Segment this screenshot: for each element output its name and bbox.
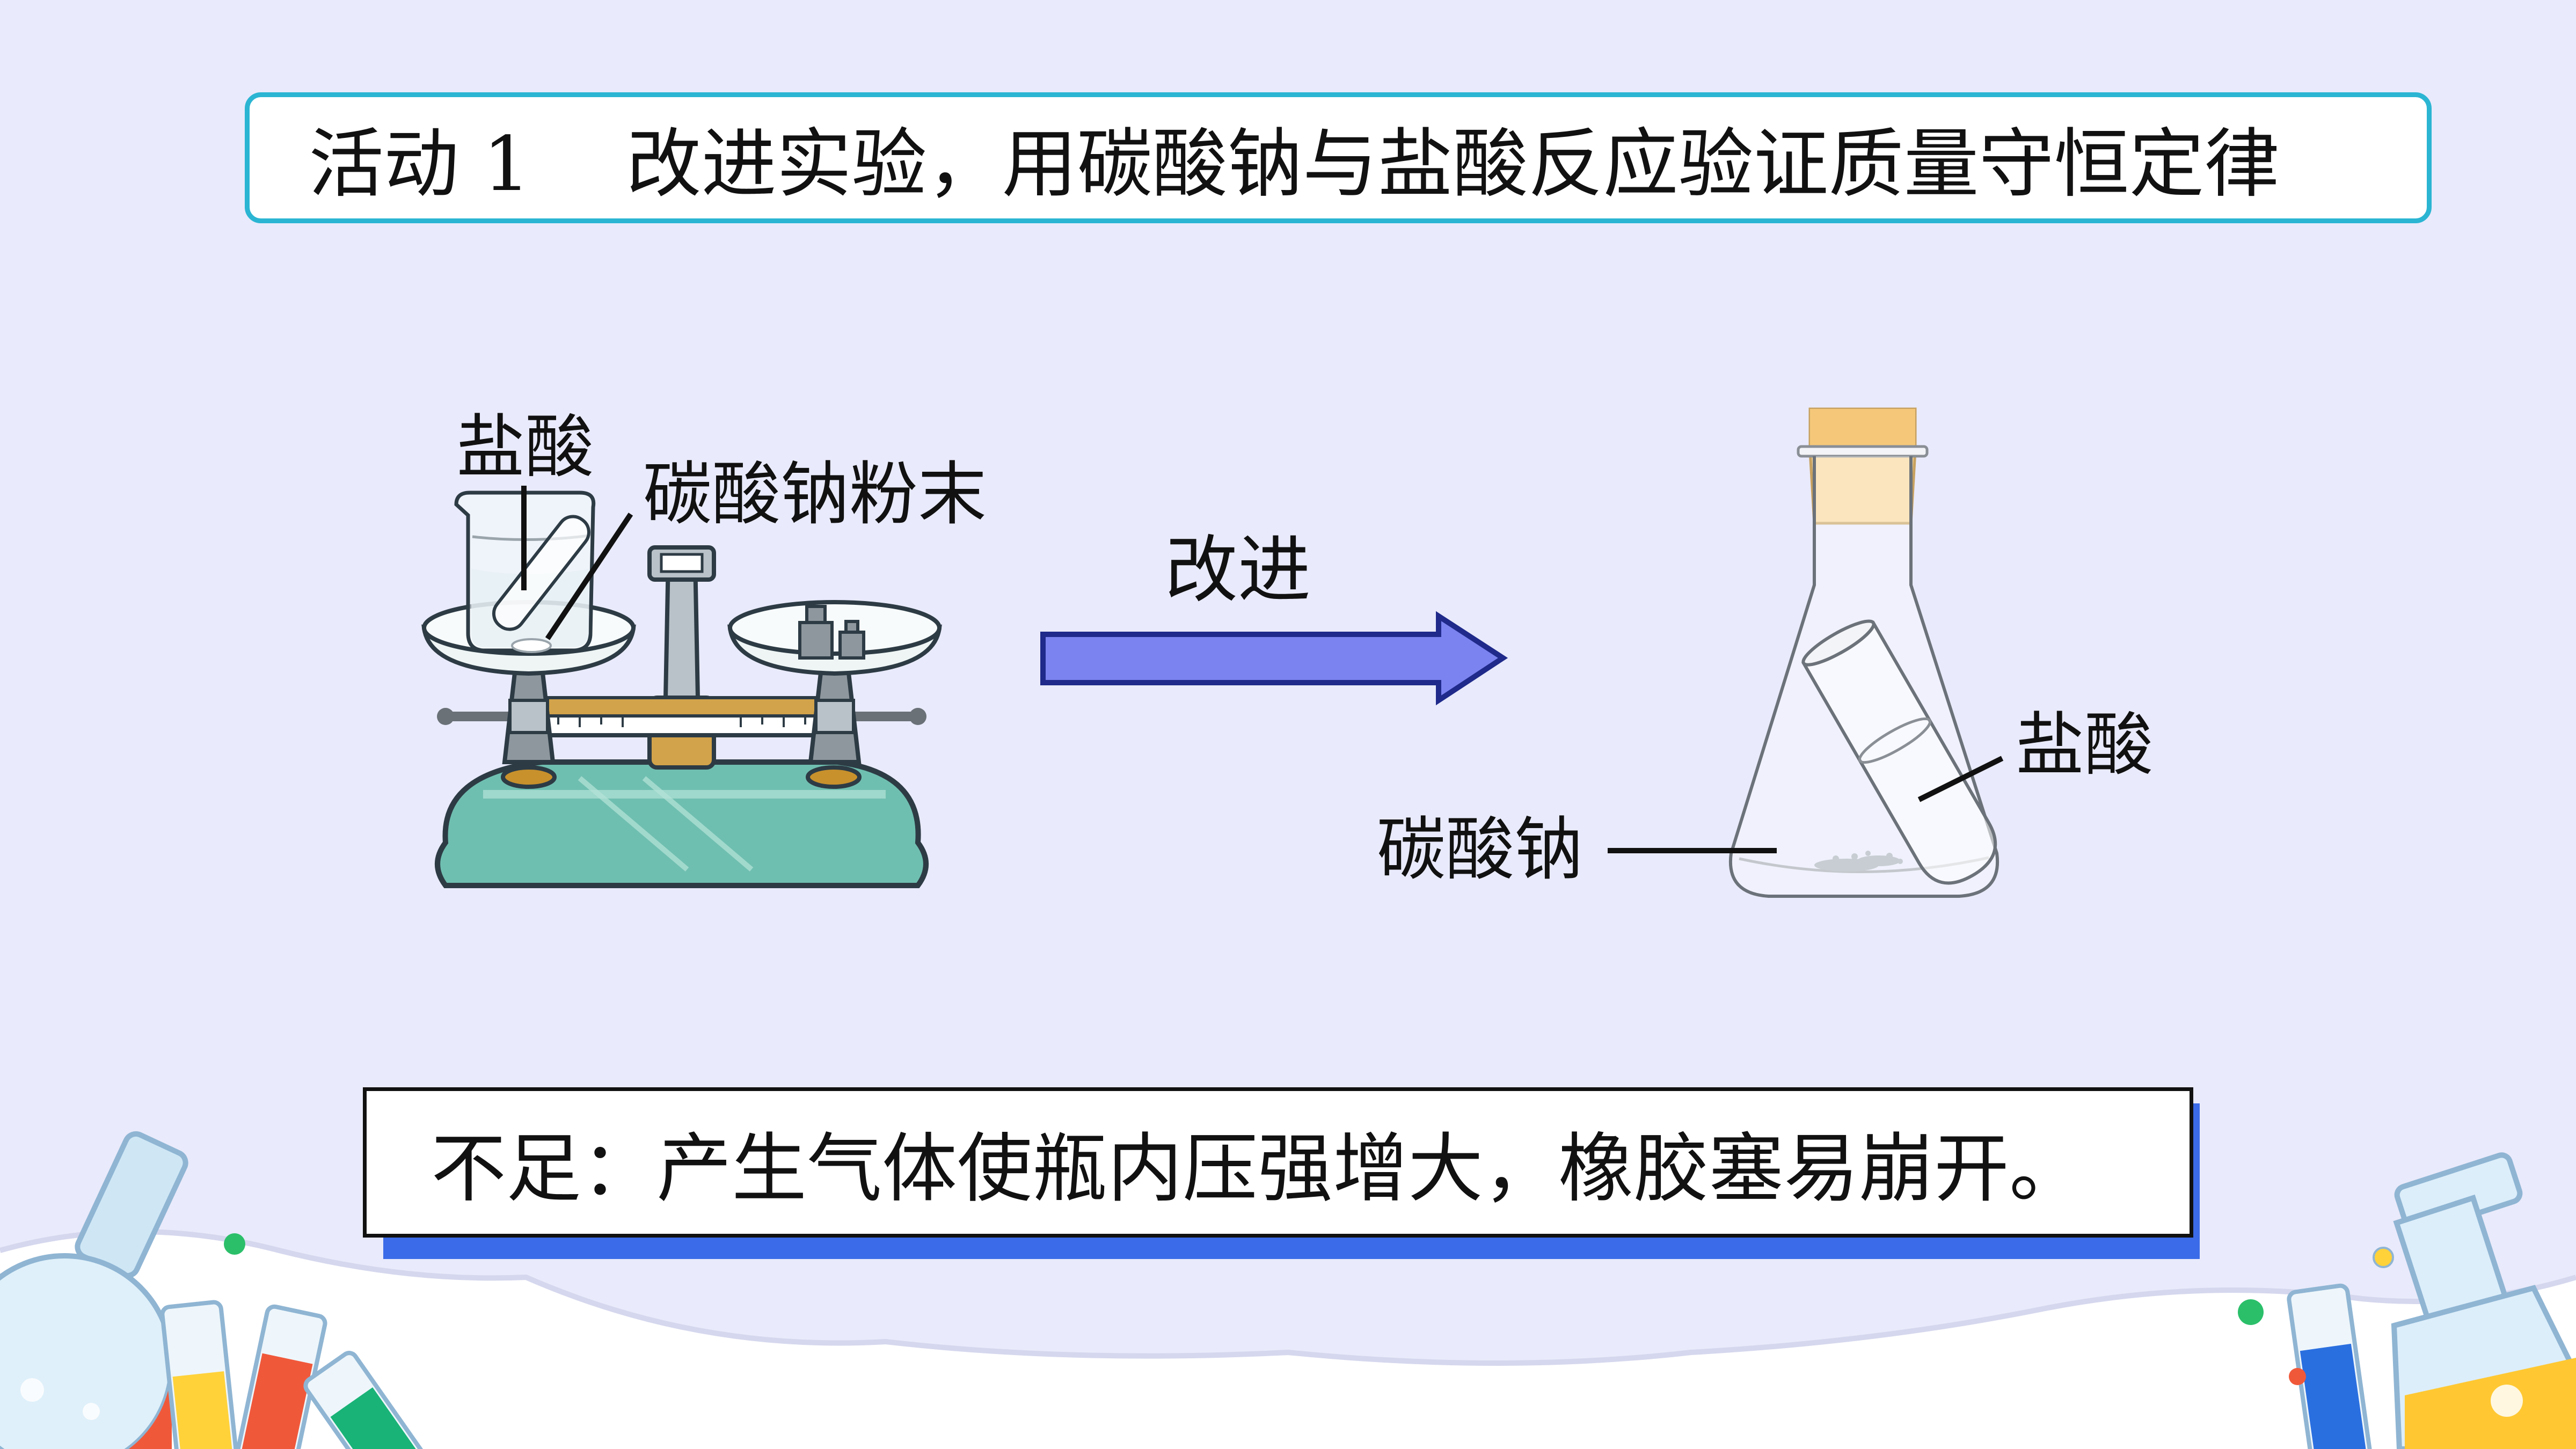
leader-line-acid-right: [1917, 756, 2004, 802]
title-box: 活动 1 改进实验，用碳酸钠与盐酸反应验证质量守恒定律: [245, 92, 2432, 223]
left-tube-green-icon: [303, 1351, 443, 1449]
deficiency-note: 不足：产生气体使瓶内压强增大，橡胶塞易崩开。: [431, 1125, 2085, 1213]
label-sodium-carbonate: 碳酸钠: [1377, 810, 1583, 890]
left-flask-icon: [0, 1131, 188, 1449]
test-tube-icon: [492, 515, 590, 631]
page-title: 活动 1 改进实验，用碳酸钠与盐酸反应验证质量守恒定律: [309, 121, 2280, 208]
left-tube-yellow-icon: [160, 1300, 240, 1449]
note-box: 不足：产生气体使瓶内压强增大，橡胶塞易崩开。: [363, 1087, 2193, 1238]
sodium-carbonate-powder: [1814, 851, 1903, 872]
acid-test-tube: [1801, 619, 1997, 885]
left-tube-red-icon: [231, 1304, 327, 1449]
label-acid-left: 盐酸: [456, 407, 594, 487]
right-flask-icon: [2391, 1152, 2576, 1449]
arrow-icon: [1040, 611, 1508, 706]
label-acid-right: 盐酸: [2016, 705, 2154, 785]
weights-icon: [798, 605, 865, 660]
bottom-cloud-band: [0, 1232, 2576, 1449]
right-tube-blue-icon: [2287, 1283, 2373, 1449]
label-sodium-carbonate-powder: 碳酸钠粉末: [643, 455, 987, 535]
leader-line-powder: [545, 513, 633, 640]
arrow-label: 改进: [1165, 528, 1311, 613]
